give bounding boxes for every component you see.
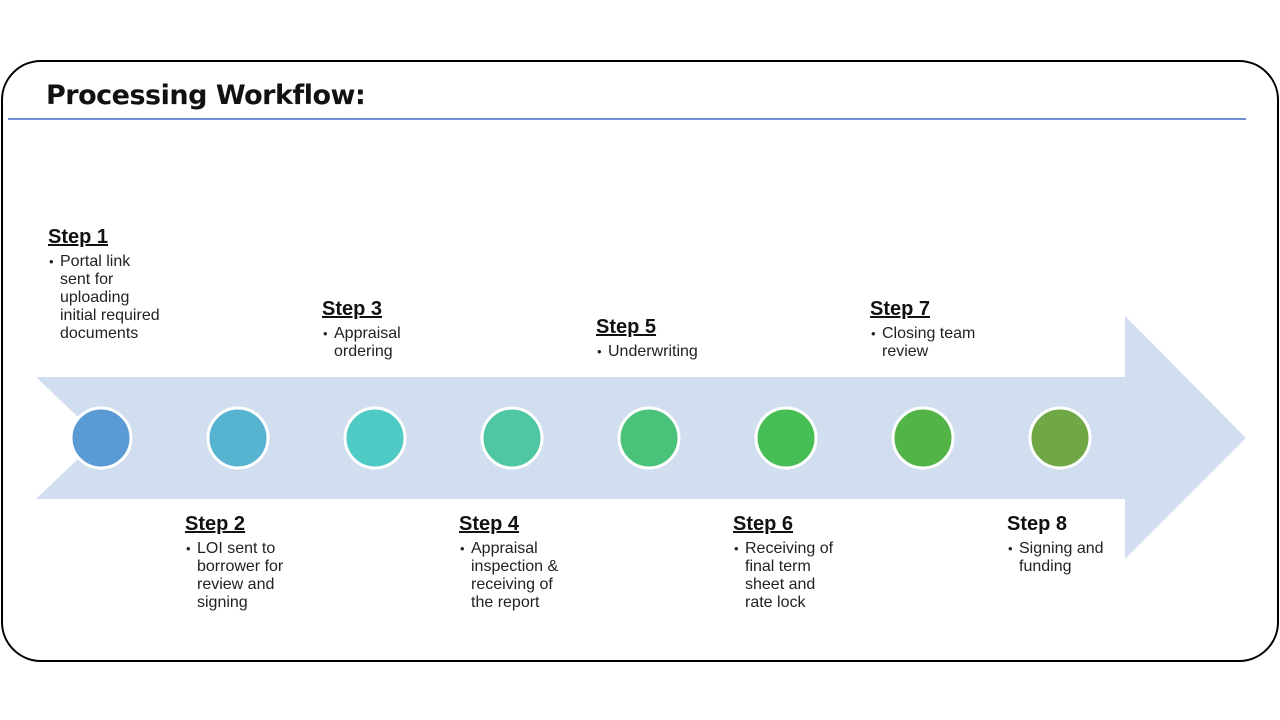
step-4-marker: [480, 406, 544, 470]
step-7: Step 7 Closing team review: [870, 297, 1010, 361]
step-label: Step 8: [1007, 513, 1068, 535]
step-8-marker: [1028, 406, 1092, 470]
step-2: Step 2 LOI sent to borrower for review a…: [185, 512, 325, 612]
step-description: Closing team review: [871, 325, 982, 361]
step-description: Portal link sent for uploading initial r…: [49, 253, 160, 343]
step-description: Receiving of final term sheet and rate l…: [734, 540, 845, 612]
step-6-marker: [754, 406, 818, 470]
step-description: Appraisal ordering: [323, 325, 424, 361]
step-label: Step 3: [322, 298, 383, 320]
step-3: Step 3 Appraisal ordering: [322, 297, 462, 361]
page-title: Processing Workflow:: [46, 80, 366, 111]
step-6: Step 6 Receiving of final term sheet and…: [733, 512, 873, 612]
step-description: Appraisal inspection & receiving of the …: [460, 540, 576, 612]
slide-frame: [1, 60, 1279, 662]
step-4: Step 4 Appraisal inspection & receiving …: [459, 512, 599, 612]
step-label: Step 1: [48, 226, 109, 248]
title-divider: [8, 118, 1246, 120]
step-8: Step 8 Signing and funding: [1007, 512, 1147, 576]
step-label: Step 5: [596, 316, 657, 338]
step-2-marker: [206, 406, 270, 470]
step-5-marker: [617, 406, 681, 470]
step-label: Step 2: [185, 513, 246, 535]
step-description: LOI sent to borrower for review and sign…: [186, 540, 307, 612]
step-description: Underwriting: [597, 343, 728, 361]
step-5: Step 5 Underwriting: [596, 315, 736, 361]
step-label: Step 4: [459, 513, 520, 535]
step-1: Step 1 Portal link sent for uploading in…: [48, 225, 188, 343]
step-description: Signing and funding: [1008, 540, 1124, 576]
step-label: Step 6: [733, 513, 794, 535]
step-7-marker: [891, 406, 955, 470]
step-1-marker: [69, 406, 133, 470]
step-label: Step 7: [870, 298, 931, 320]
step-3-marker: [343, 406, 407, 470]
